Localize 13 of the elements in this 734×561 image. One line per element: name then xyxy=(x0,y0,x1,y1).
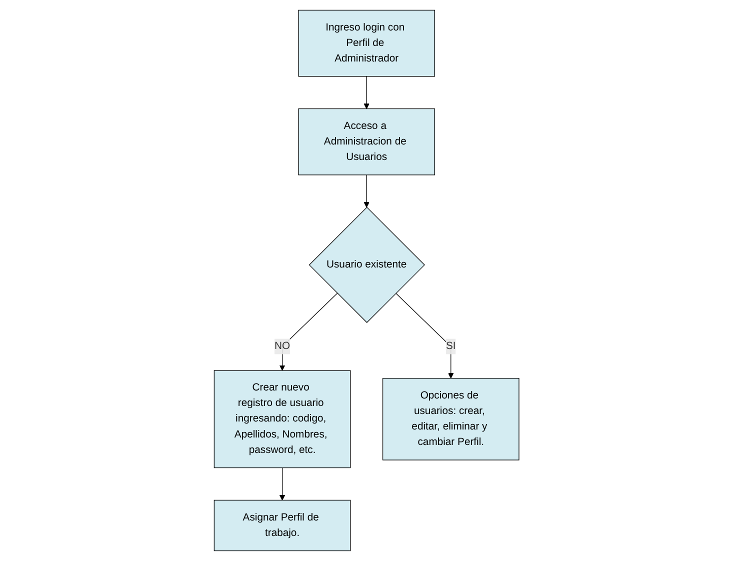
edge-label: SI xyxy=(446,340,456,352)
arrow xyxy=(364,174,370,208)
arrow xyxy=(396,292,454,379)
node-box: Ingreso login con Perfil de Administrador xyxy=(298,10,436,77)
arrow xyxy=(280,467,286,500)
node-diamond: Usuario existente xyxy=(309,206,426,323)
node-box: Acceso a Administracion de Usuarios xyxy=(298,108,436,176)
node-box: Asignar Perfil de trabajo. xyxy=(214,500,352,552)
node-box: Opciones de usuarios: crear, editar, eliminar y cambiar Perfil. xyxy=(382,378,520,460)
node-box: Crear nuevo registro de usuario ingresando: codigo, Apellidos, Nombres, password, etc. xyxy=(214,370,352,468)
arrow xyxy=(280,292,338,371)
edge-label: NO xyxy=(274,340,290,352)
arrow xyxy=(364,76,370,110)
